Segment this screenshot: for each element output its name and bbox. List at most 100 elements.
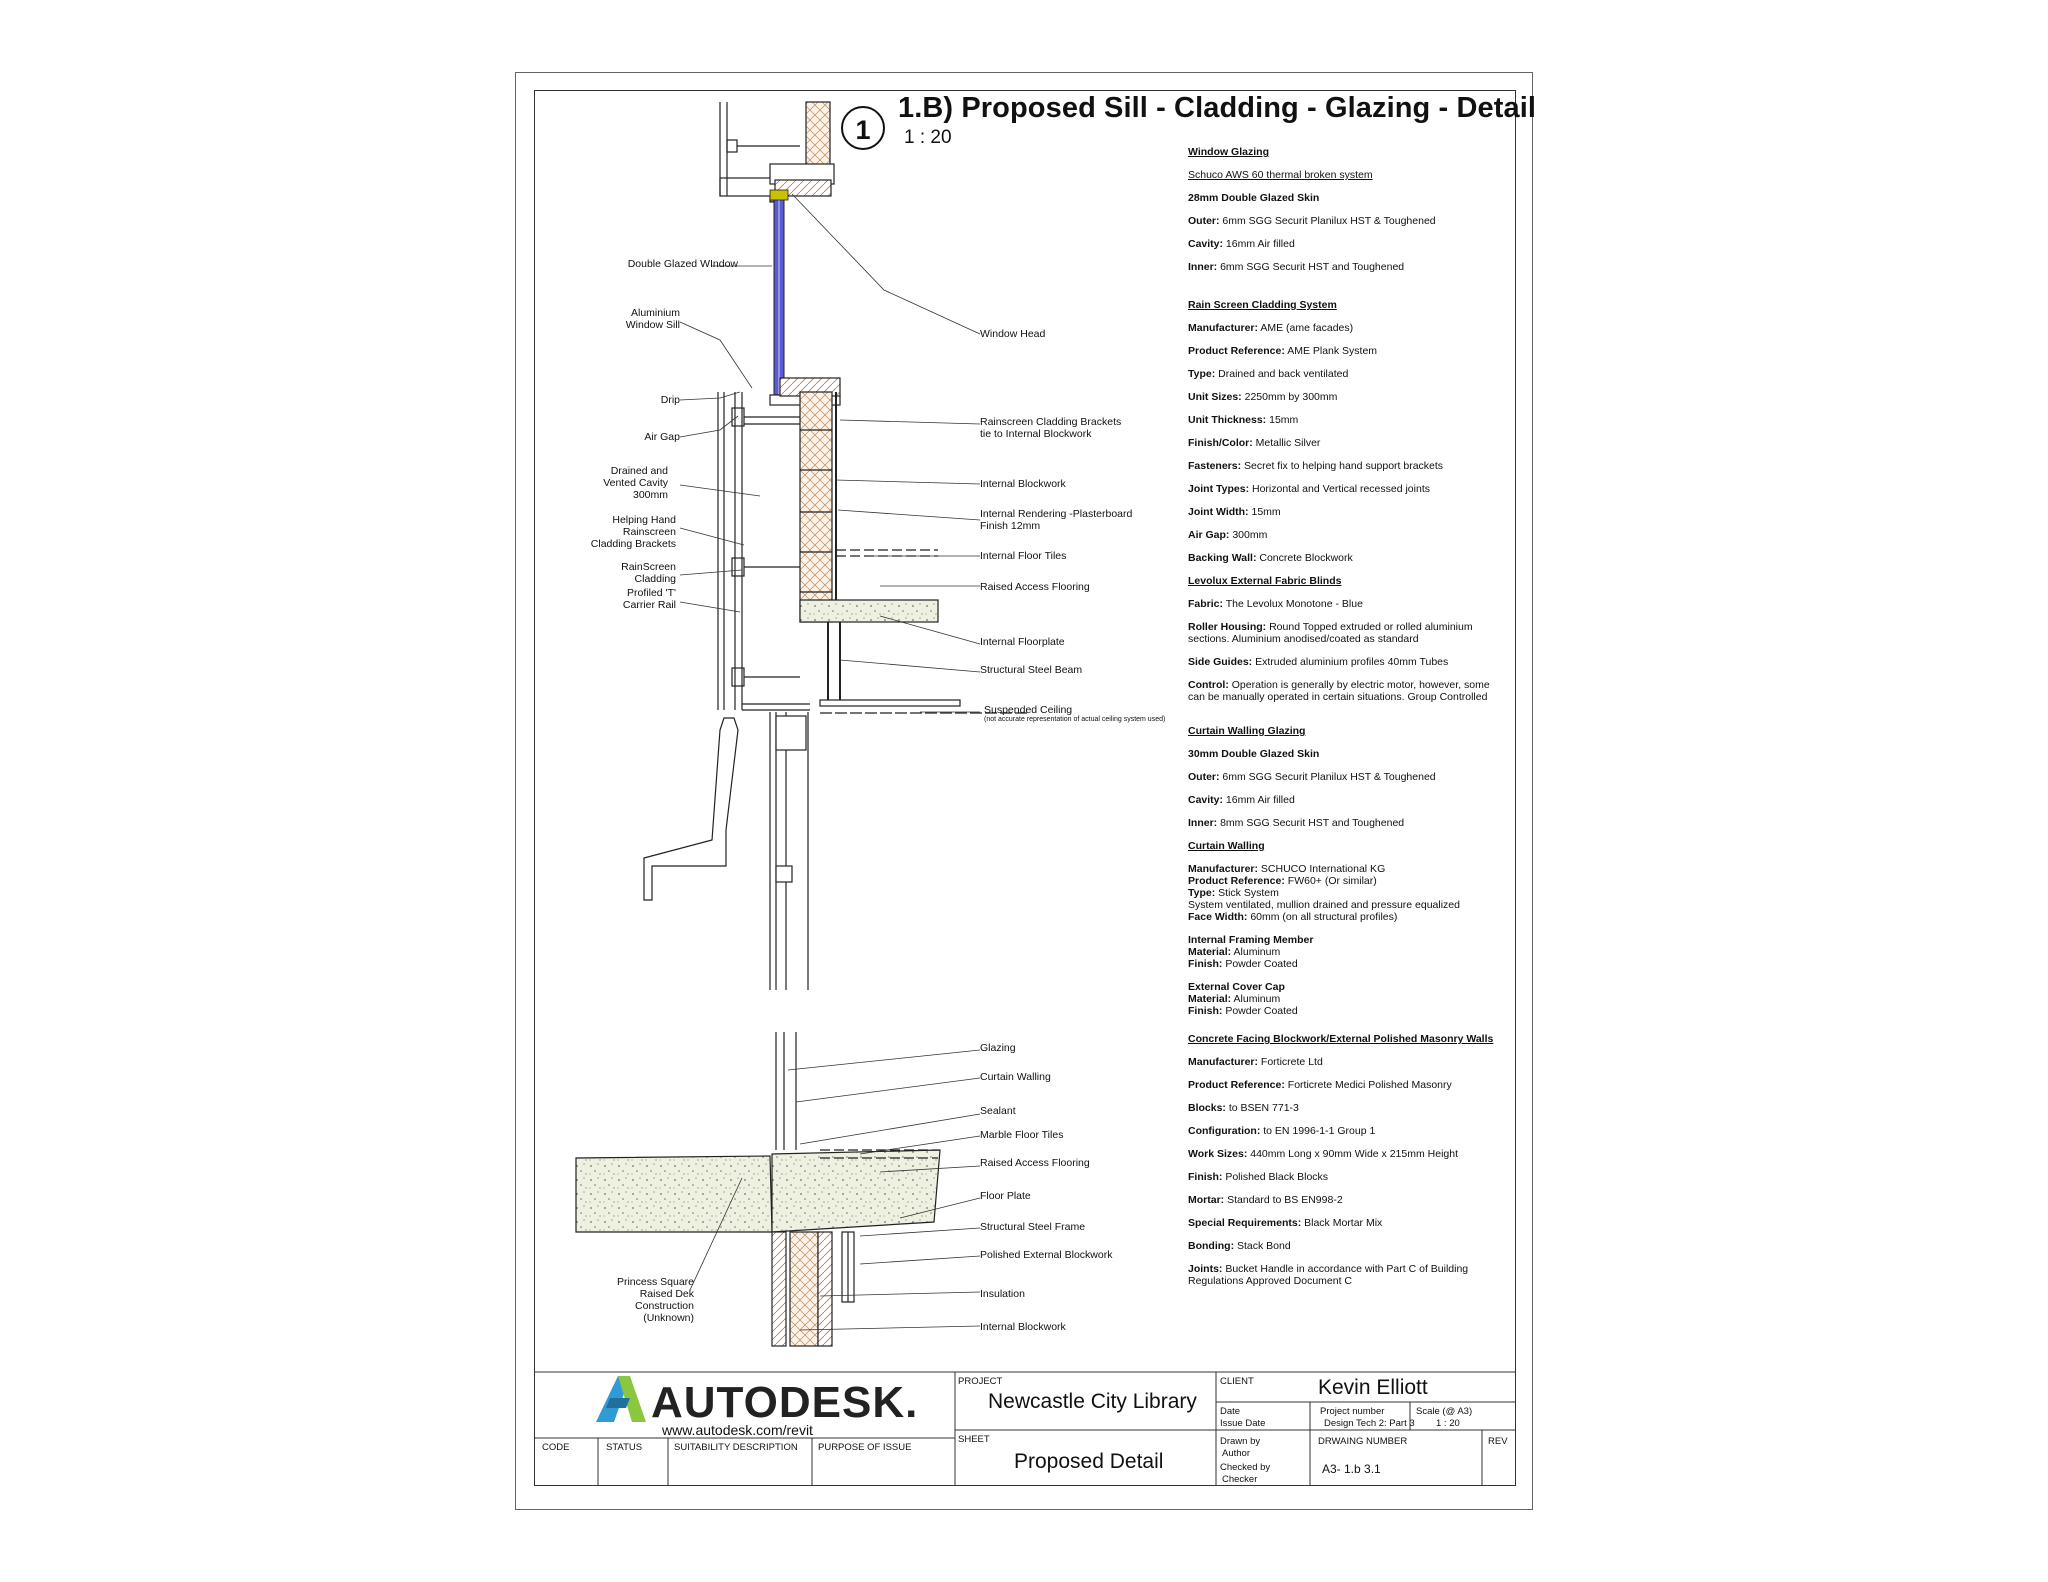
note-key: Special Requirements: bbox=[1188, 1217, 1302, 1229]
note-system: Schuco AWS 60 thermal broken system bbox=[1188, 169, 1373, 181]
label-rainscreen-brackets: Rainscreen Cladding Brackets tie to Inte… bbox=[980, 416, 1122, 440]
label-drained-cavity: Drained and Vented Cavity 300mm bbox=[603, 465, 668, 501]
lower-detail bbox=[575, 1032, 941, 1347]
label-raised-access-flooring-upper: Raised Access Flooring bbox=[980, 581, 1090, 593]
drawn-by-label: Drawn by bbox=[1220, 1436, 1261, 1447]
autodesk-wordmark: AUTODESK. bbox=[651, 1378, 919, 1427]
note-value: to EN 1996-1-1 Group 1 bbox=[1260, 1125, 1376, 1137]
note-value: Aluminum bbox=[1231, 993, 1281, 1005]
label-suspended-ceiling-note: (not accurate representation of actual c… bbox=[984, 716, 1166, 723]
note-key: Inner: bbox=[1188, 261, 1218, 273]
note-key: Finish: bbox=[1188, 1005, 1223, 1017]
label-internal-rendering: Internal Rendering -Plasterboard Finish … bbox=[980, 508, 1133, 532]
note-value: 300mm bbox=[1229, 529, 1268, 541]
label-window-head: Window Head bbox=[980, 328, 1046, 340]
project-label: PROJECT bbox=[958, 1376, 1003, 1387]
note-key: Control: bbox=[1188, 679, 1229, 691]
upper-floor bbox=[799, 549, 1030, 714]
note-subheading: Internal Framing Member bbox=[1188, 934, 1314, 946]
note-heading-levolux: Levolux External Fabric Blinds bbox=[1188, 575, 1342, 587]
drawing-scale: 1 : 20 bbox=[904, 127, 952, 148]
specification-notes: Window Glazing Schuco AWS 60 thermal bro… bbox=[1188, 146, 1500, 1287]
note-key: Cavity: bbox=[1188, 794, 1224, 806]
note-key: Unit Thickness: bbox=[1188, 414, 1267, 426]
note-value: 15mm bbox=[1266, 414, 1299, 426]
project-number-value: Design Tech 2: Part 3 bbox=[1324, 1418, 1415, 1429]
note-value: Round Topped extruded or rolled aluminiu… bbox=[1188, 621, 1473, 645]
note-key: Inner: bbox=[1188, 817, 1218, 829]
status-label: STATUS bbox=[606, 1442, 643, 1453]
label-internal-blockwork-lower: Internal Blockwork bbox=[980, 1321, 1066, 1333]
note-key: Finish/Color: bbox=[1188, 437, 1253, 449]
checked-by-value: Checker bbox=[1222, 1474, 1258, 1485]
drawn-by-value: Author bbox=[1222, 1448, 1250, 1459]
note-value: SCHUCO International KG bbox=[1258, 863, 1386, 875]
autodesk-url: www.autodesk.com/revit bbox=[662, 1422, 813, 1438]
note-value: 16mm Air filled bbox=[1223, 238, 1295, 250]
date-label: Date bbox=[1220, 1406, 1241, 1417]
label-helping-hand: Helping Hand Rainscreen Cladding Bracket… bbox=[590, 514, 676, 550]
note-value: Standard to BS EN998-2 bbox=[1224, 1194, 1343, 1206]
note-heading-curtain-walling: Curtain Walling bbox=[1188, 840, 1265, 852]
label-internal-floor-tiles: Internal Floor Tiles bbox=[980, 550, 1067, 562]
label-air-gap: Air Gap bbox=[644, 431, 680, 443]
note-key: Bonding: bbox=[1188, 1240, 1235, 1252]
note-key: Outer: bbox=[1188, 771, 1220, 783]
label-raised-access-flooring-lower: Raised Access Flooring bbox=[980, 1157, 1090, 1169]
note-key: Joints: bbox=[1188, 1263, 1223, 1275]
label-polished-external-blockwork: Polished External Blockwork bbox=[980, 1249, 1113, 1261]
note-value: Concrete Blockwork bbox=[1256, 552, 1353, 564]
sheet-value: Proposed Detail bbox=[1014, 1450, 1164, 1473]
leader-lines bbox=[679, 193, 981, 1331]
note-value: Operation is generally by electric motor… bbox=[1188, 679, 1490, 703]
note-value: Powder Coated bbox=[1222, 1005, 1298, 1017]
note-key: Fasteners: bbox=[1188, 460, 1242, 472]
note-value: The Levolux Monotone - Blue bbox=[1223, 598, 1363, 610]
suitability-label: SUITABILITY DESCRIPTION bbox=[674, 1442, 798, 1453]
note-value: Horizontal and Vertical recessed joints bbox=[1249, 483, 1430, 495]
note-value: Stick System bbox=[1215, 887, 1279, 899]
note-key: Backing Wall: bbox=[1188, 552, 1257, 564]
curtain-wall-vertical bbox=[643, 712, 809, 990]
note-value: to BSEN 771-3 bbox=[1225, 1102, 1299, 1114]
label-aluminium-sill: Aluminium Window Sill bbox=[625, 307, 680, 331]
client-value: Kevin Elliott bbox=[1318, 1376, 1428, 1399]
note-key: Joint Width: bbox=[1188, 506, 1249, 518]
sill-blockwork bbox=[769, 377, 841, 623]
note-key: Unit Sizes: bbox=[1188, 391, 1242, 403]
label-glazing: Glazing bbox=[980, 1042, 1016, 1054]
label-sealant: Sealant bbox=[980, 1105, 1016, 1117]
note-value: 15mm bbox=[1248, 506, 1281, 518]
note-value: 440mm Long x 90mm Wide x 215mm Height bbox=[1247, 1148, 1458, 1160]
note-key: Mortar: bbox=[1188, 1194, 1225, 1206]
note-key: Material: bbox=[1188, 946, 1232, 958]
purpose-label: PURPOSE OF ISSUE bbox=[818, 1442, 912, 1453]
note-key: Manufacturer: bbox=[1188, 1056, 1259, 1068]
note-value: AME Plank System bbox=[1284, 345, 1378, 357]
label-drip: Drip bbox=[660, 394, 680, 406]
note-value: 8mm SGG Securit HST and Toughened bbox=[1217, 817, 1405, 829]
note-value: Forticrete Ltd bbox=[1258, 1056, 1323, 1068]
drawing-frame bbox=[534, 90, 1516, 1486]
date-value: Issue Date bbox=[1220, 1418, 1266, 1429]
note-key: Finish: bbox=[1188, 1171, 1223, 1183]
detail-number-bubble: 1 bbox=[841, 106, 885, 150]
label-floor-plate: Floor Plate bbox=[980, 1190, 1031, 1202]
client-label: CLIENT bbox=[1220, 1376, 1254, 1387]
note-key: Product Reference: bbox=[1188, 1079, 1285, 1091]
note-key: Joint Types: bbox=[1188, 483, 1250, 495]
note-key: Manufacturer: bbox=[1188, 322, 1259, 334]
note-key: Air Gap: bbox=[1188, 529, 1230, 541]
label-marble-floor-tiles: Marble Floor Tiles bbox=[980, 1129, 1064, 1141]
rev-label: REV bbox=[1488, 1436, 1508, 1447]
project-value: Newcastle City Library bbox=[988, 1390, 1197, 1413]
note-heading-window-glazing: Window Glazing bbox=[1188, 146, 1269, 158]
note-value: 6mm SGG Securit HST and Toughened bbox=[1217, 261, 1405, 273]
note-value: Polished Black Blocks bbox=[1222, 1171, 1329, 1183]
note-value: Drained and back ventilated bbox=[1215, 368, 1349, 380]
note-value: System ventilated, mullion drained and p… bbox=[1188, 899, 1460, 911]
note-heading-concrete: Concrete Facing Blockwork/External Polis… bbox=[1188, 1033, 1494, 1045]
note-key: Product Reference: bbox=[1188, 875, 1285, 887]
note-key: Material: bbox=[1188, 993, 1232, 1005]
